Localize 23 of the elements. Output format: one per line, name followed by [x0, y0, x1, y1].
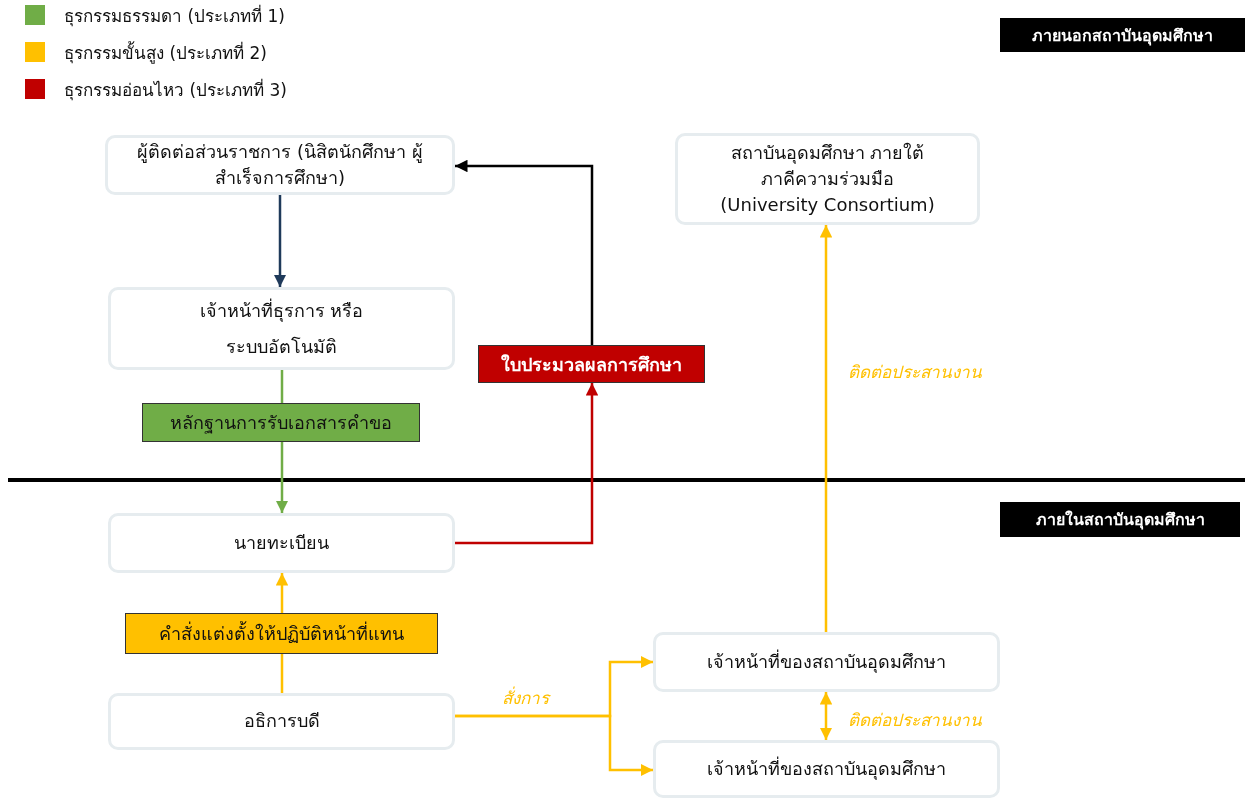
arrow: [455, 383, 599, 545]
legend-text: ธุรกรรมธรรมดา (ประเภทที่ 1): [64, 3, 285, 29]
process-box: เจ้าหน้าที่ของสถาบันอุดมศึกษา: [653, 740, 1000, 798]
arrow: [455, 714, 653, 777]
legend-text: ธุรกรรมขั้นสูง (ประเภทที่ 2): [64, 40, 267, 66]
process-box: นายทะเบียน: [108, 513, 455, 573]
arrow: [275, 573, 289, 613]
process-box: อธิการบดี: [108, 693, 455, 750]
document-box: หลักฐานการรับเอกสารคำขอ: [142, 403, 420, 442]
arrow: [455, 159, 594, 345]
legend-text: ธุรกรรมอ่อนไหว (ประเภทที่ 3): [64, 77, 287, 103]
process-box: เจ้าหน้าที่ธุรการ หรือระบบอัตโนมัติ: [108, 287, 455, 370]
arrow: [275, 442, 289, 513]
document-box: ใบประมวลผลการศึกษา: [478, 345, 705, 383]
process-box: เจ้าหน้าที่ของสถาบันอุดมศึกษา: [653, 632, 1000, 692]
consortium-box: สถาบันอุดมศึกษา ภายใต้ภาคีความร่วมมือ (University Consortium): [675, 133, 980, 225]
contact-box: ผู้ติดต่อส่วนราชการ (นิสิตนักศึกษา ผู้สำเร็จการศึกษา): [105, 135, 455, 195]
arrow: [819, 225, 833, 632]
arrow: [273, 195, 287, 287]
arrow: [819, 692, 833, 740]
region-tag: ภายนอกสถาบันอุดมศึกษา: [1000, 18, 1245, 52]
region-tag: ภายในสถาบันอุดมศึกษา: [1000, 502, 1240, 537]
document-box: คำสั่งแต่งตั้งให้ปฏิบัติหน้าที่แทน: [125, 613, 438, 654]
